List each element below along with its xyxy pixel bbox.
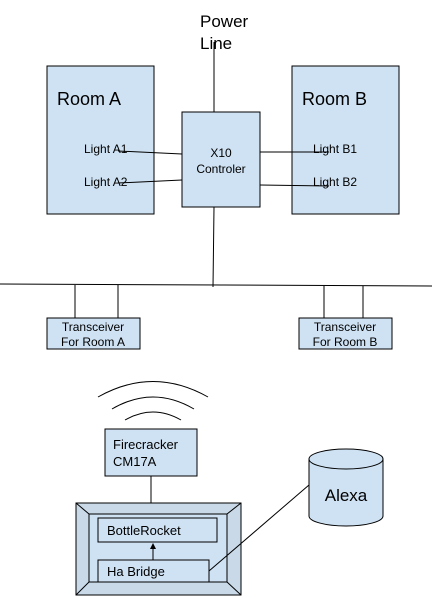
bevel-bottom-right <box>226 581 242 596</box>
firecracker-box <box>104 428 198 477</box>
alexa-cylinder-top <box>308 448 384 470</box>
light-b2-label: Light B2 <box>313 175 357 189</box>
power-line-label-1: Power <box>200 12 249 31</box>
transceiver-a-box <box>46 317 141 350</box>
room-b-title: Room B <box>302 89 367 109</box>
transceiver-b-box <box>298 317 393 350</box>
ha-bridge-to-alexa-wire <box>208 484 310 572</box>
light-a2-label: Light A2 <box>84 175 128 189</box>
transceiver-a-label-2: For Room A <box>61 335 125 349</box>
ha-bridge-label: Ha Bridge <box>107 564 165 579</box>
x10-controller-box <box>181 111 261 208</box>
controller-label-1: X10 <box>210 146 232 160</box>
wireless-signal-arc-outer <box>97 381 209 398</box>
room-a-title: Room A <box>57 89 121 109</box>
room-b-box <box>291 65 400 215</box>
arrowhead-icon <box>150 543 156 549</box>
bevel-top-left <box>75 502 90 515</box>
wire-light-b2 <box>259 184 330 187</box>
firecracker-label-2: CM17A <box>113 454 157 469</box>
transceiver-a-label-1: Transceiver <box>62 320 124 334</box>
light-a1-label: Light A1 <box>84 142 128 156</box>
bevel-bottom-left <box>75 581 90 596</box>
light-b1-label: Light B1 <box>313 142 357 156</box>
main-bus-line <box>0 283 432 287</box>
wireless-signal-arc-inner <box>124 411 182 421</box>
alexa-cylinder-body <box>308 459 384 527</box>
bottlerocket-label: BottleRocket <box>107 523 181 538</box>
firecracker-label-1: Firecracker <box>113 437 179 452</box>
bottlerocket-box <box>97 517 218 543</box>
room-a-box <box>46 65 155 215</box>
wire-light-a1 <box>117 150 183 155</box>
alexa-label: Alexa <box>325 486 368 505</box>
controller-to-bus-wire <box>212 206 215 288</box>
wire-light-a2 <box>117 179 183 184</box>
controller-label-2: Controler <box>196 162 245 176</box>
transceiver-b-label-1: Transceiver <box>314 320 376 334</box>
power-line-label-2: Line <box>200 34 232 53</box>
transceiver-b-label-2: For Room B <box>313 335 378 349</box>
wireless-signal-arc-middle <box>111 396 195 410</box>
bevel-top-right <box>226 502 242 515</box>
